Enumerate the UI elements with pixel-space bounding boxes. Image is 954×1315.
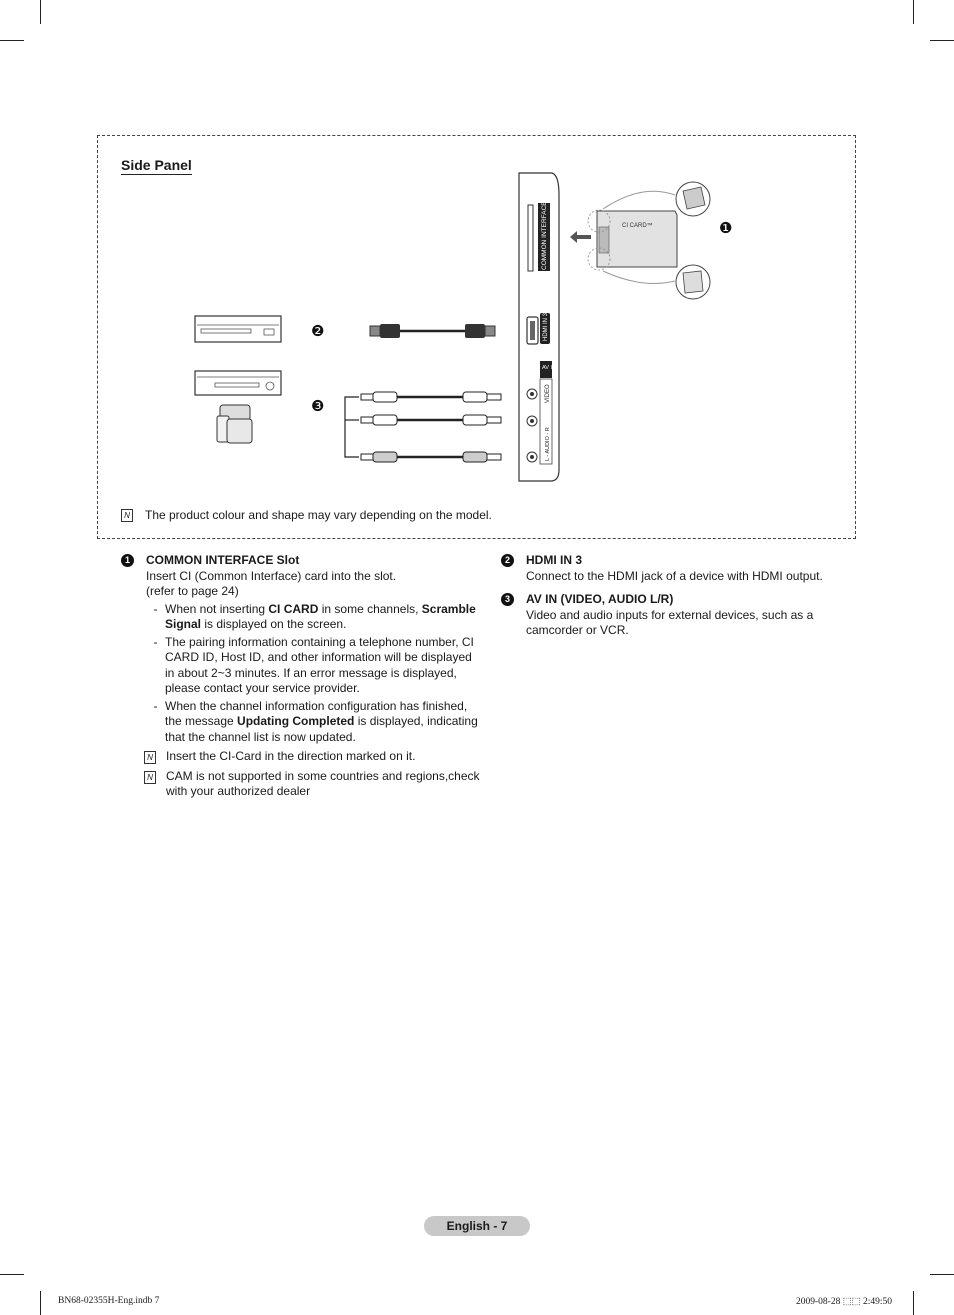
marker-3-diagram: ❸ [311, 398, 324, 415]
dash1-text-a: When not inserting [165, 601, 269, 616]
item-1-block: 1 COMMON INTERFACE Slot Insert CI (Commo… [121, 553, 481, 800]
note-icon: N [121, 508, 133, 522]
file-info: BN68-02355H-Eng.indb 7 [58, 1296, 160, 1306]
av-cable-video [360, 391, 502, 403]
note1-text: Insert the CI-Card in the direction mark… [166, 749, 416, 763]
side-panel-diagram: COMMON INTERFACE HDMI IN 3 AV IN VIDEO L… [194, 172, 732, 482]
crop-mark [40, 1291, 41, 1315]
av-cable-audio-r [360, 451, 502, 463]
dash1-bold-a: CI CARD [268, 601, 319, 616]
note2-text: CAM is not supported in some countries a… [166, 768, 480, 799]
video-label: VIDEO [545, 384, 551, 403]
hdmi-cable [369, 324, 496, 338]
note-item: N Insert the CI-Card in the direction ma… [144, 749, 481, 765]
dash2-text: The pairing information containing a tel… [165, 634, 474, 696]
av-cables [344, 391, 502, 463]
item-2-text: Connect to the HDMI jack of a device wit… [526, 568, 823, 583]
dash-item: - When not inserting CI CARD in some cha… [153, 601, 476, 632]
dash1-text-c: is displayed on the screen. [201, 617, 347, 631]
dash-item: - When the channel information configura… [153, 698, 478, 744]
marker-2-diagram: ❷ [311, 323, 324, 340]
ci-slot-label: COMMON INTERFACE [541, 201, 548, 270]
item-3-text: Video and audio inputs for external devi… [526, 607, 814, 638]
item-2-title: HDMI IN 3 [526, 553, 583, 567]
av-cable-audio-l [360, 414, 502, 426]
figure-note-text: The product colour and shape may vary de… [145, 508, 492, 522]
crop-mark [40, 0, 41, 24]
dash1-bold-b: Scramble Signal [165, 601, 476, 632]
item-1-title: COMMON INTERFACE Slot [146, 553, 300, 567]
dvd-player-device [194, 315, 282, 343]
print-timestamp: 2009-08-28 ⬚⬚ 2:49:50 [796, 1297, 893, 1307]
audio-label: L - AUDIO - R [545, 427, 551, 461]
crop-mark [930, 1274, 954, 1275]
dash1-text-b: in some channels, [318, 601, 422, 616]
crop-mark [0, 40, 24, 41]
figure-frame [97, 135, 856, 539]
dash3-text-b: is displayed, indicating that the channe… [165, 714, 478, 744]
crop-mark [930, 40, 954, 41]
page-number-badge: English - 7 [424, 1216, 530, 1236]
note-item: N CAM is not supported in some countries… [144, 769, 481, 800]
dash3-text-a: When the channel information configurati… [165, 698, 468, 729]
marker-1: 1 [121, 554, 134, 567]
figure-note: N The product colour and shape may vary … [121, 508, 492, 522]
note-icon: N [144, 751, 156, 764]
crop-mark [913, 1291, 914, 1315]
hdmi-port-label: HDMI IN 3 [543, 312, 549, 341]
item-3-title: AV IN (VIDEO, AUDIO L/R) [526, 592, 674, 606]
item-1-line2: (refer to page 24) [146, 584, 239, 598]
ci-card: CI CARD™ [570, 181, 711, 300]
item-1-line1: Insert CI (Common Interface) card into t… [146, 568, 397, 583]
marker-3: 3 [501, 593, 514, 606]
item-3-block: 3 AV IN (VIDEO, AUDIO L/R) Video and aud… [501, 592, 841, 639]
note-icon: N [144, 770, 156, 784]
dash-item: - The pairing information containing a t… [146, 635, 481, 697]
crop-mark [913, 0, 914, 24]
av-in-label: AV IN [542, 365, 556, 371]
ci-slot [527, 204, 534, 272]
marker-1-diagram: ❶ [719, 220, 732, 237]
items-right-column: 2 HDMI IN 3 Connect to the HDMI jack of … [501, 553, 841, 639]
ci-card-label: CI CARD™ [622, 222, 653, 229]
crop-mark [0, 1274, 24, 1275]
vcr-device [194, 370, 282, 396]
section-title: Side Panel [121, 157, 192, 175]
item-2-block: 2 HDMI IN 3 Connect to the HDMI jack of … [501, 553, 841, 584]
marker-2: 2 [501, 554, 514, 567]
camcorder-device [216, 404, 253, 444]
dash3-bold: Updating Completed [237, 714, 355, 728]
tv-side-panel: COMMON INTERFACE HDMI IN 3 AV IN VIDEO L… [518, 172, 560, 482]
